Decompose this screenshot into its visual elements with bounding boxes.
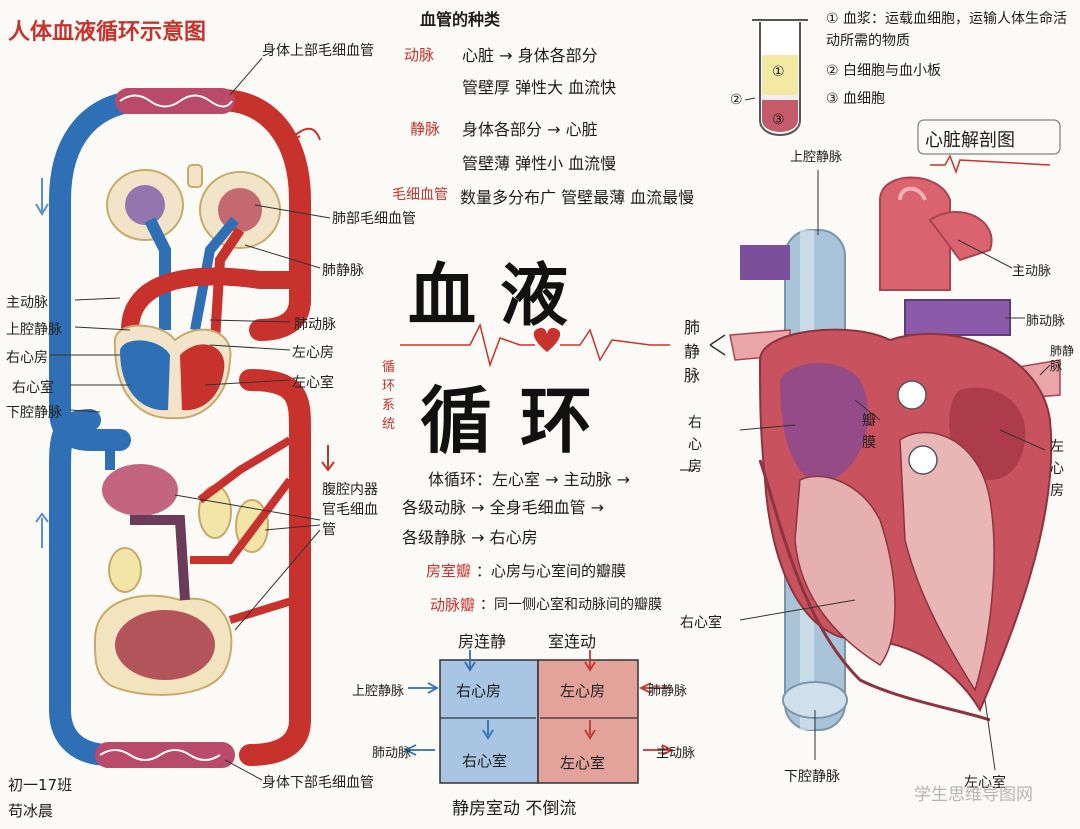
label-upper-capillaries: 身体上部毛细血管 bbox=[262, 43, 374, 59]
right-atrium-chamber bbox=[780, 363, 869, 482]
anatomy-right-ventricle: 右心室 bbox=[680, 615, 722, 631]
signature-name: 苟冰晨 bbox=[8, 802, 54, 820]
box-left-atrium: 左心房 bbox=[560, 682, 606, 700]
right-ventricle-chamber bbox=[794, 475, 896, 666]
label-lower-capillaries: 身体下部毛细血管 bbox=[262, 775, 374, 791]
artery-line1: 心脏 → 身体各部分 bbox=[462, 46, 598, 65]
systemic-line2: 各级动脉 → 全身毛细血管 → bbox=[402, 498, 605, 517]
pulmonary-trunk bbox=[904, 299, 1011, 336]
blood-item2: ② 白细胞与血小板 bbox=[826, 63, 942, 79]
tube-marker2: ② bbox=[730, 92, 743, 108]
blood-item3: ③ 血细胞 bbox=[826, 91, 886, 107]
big-title-line2: 循环 bbox=[420, 378, 621, 463]
big-title-line1: 血液 bbox=[408, 256, 593, 336]
label-svc: 上腔静脉 bbox=[6, 322, 62, 338]
vein-line2: 管壁薄 弹性小 血流慢 bbox=[462, 154, 617, 173]
tube-marker1: ① bbox=[772, 64, 785, 80]
anatomy-pv-right: 肺静脉 bbox=[684, 318, 701, 385]
av-valve-label: 房室瓣 bbox=[426, 562, 472, 580]
poster-title: 人体血液循环示意图 bbox=[8, 20, 207, 45]
plasma-layer bbox=[762, 55, 798, 95]
artery-line2: 管壁厚 弹性大 血流快 bbox=[462, 78, 617, 97]
pulmonary-artery-r bbox=[740, 245, 790, 280]
label-pulmonary-vein: 肺静脉 bbox=[322, 263, 364, 279]
watermark: 学生思维导图网 bbox=[914, 785, 1033, 805]
anatomy-pv-left: 肺静脉 bbox=[1050, 344, 1075, 373]
signature-class: 初一17班 bbox=[8, 776, 73, 794]
lower-capillary-bed bbox=[95, 742, 235, 768]
valve-icon bbox=[897, 380, 927, 410]
heartbeat-line bbox=[400, 322, 535, 368]
systemic-line1: 体循环：左心室 → 主动脉 → bbox=[428, 470, 631, 489]
box-pv: 肺静脉 bbox=[648, 684, 688, 699]
vessels-heading: 血管的种类 bbox=[420, 10, 501, 29]
heart-icon bbox=[533, 327, 561, 352]
upper-capillary-bed bbox=[115, 88, 235, 114]
box-top-left: 房连静 bbox=[458, 632, 507, 651]
box-left-ventricle: 左心室 bbox=[560, 754, 606, 772]
label-right-ventricle: 右心室 bbox=[12, 380, 54, 396]
box-ao: 主动脉 bbox=[656, 746, 696, 761]
right-heart-box bbox=[439, 659, 539, 784]
label-lung-capillaries: 肺部毛细血管 bbox=[332, 211, 416, 227]
box-top-right: 室连动 bbox=[548, 632, 597, 651]
anatomy-svc: 上腔静脉 bbox=[790, 150, 843, 165]
av-valve-text: ：心房与心室间的瓣膜 bbox=[476, 562, 627, 580]
left-ventricle-chamber bbox=[899, 431, 995, 692]
label-aorta: 主动脉 bbox=[6, 295, 48, 311]
label-right-atrium: 右心房 bbox=[6, 350, 48, 366]
pulmonary-vein-vessel bbox=[210, 227, 245, 341]
anatomy-right-atrium: 右心房 bbox=[688, 415, 702, 475]
anatomy-left-ventricle: 左心室 bbox=[964, 775, 1006, 791]
capillary-line1: 数量多分布广 管壁最薄 血流最慢 bbox=[460, 188, 695, 207]
box-bottom: 静房室动 不倒流 bbox=[452, 799, 577, 819]
anatomy-title: 心脏解剖图 bbox=[925, 130, 1015, 151]
pulmonary-artery-vessel bbox=[144, 217, 171, 330]
organ-capillary-1 bbox=[102, 464, 178, 516]
arterial-valve-text: ：同一侧心室和动脉间的瓣膜 bbox=[480, 597, 662, 613]
vein-name: 静脉 bbox=[410, 120, 441, 138]
label-ivc: 下腔静脉 bbox=[6, 405, 62, 421]
box-svc: 上腔静脉 bbox=[352, 684, 405, 699]
label-left-atrium: 左心房 bbox=[292, 345, 334, 361]
artery-loop-lower bbox=[239, 369, 311, 766]
left-heart-box bbox=[537, 659, 639, 784]
label-pulmonary-artery: 肺动脉 bbox=[294, 317, 336, 333]
artery-name: 动脉 bbox=[404, 46, 435, 64]
anatomy-aorta: 主动脉 bbox=[1012, 264, 1052, 279]
label-left-ventricle: 左心室 bbox=[292, 375, 334, 391]
anatomy-ivc: 下腔静脉 bbox=[784, 769, 840, 785]
label-organ-capillaries: 腹腔内器官毛细血管 bbox=[322, 482, 378, 538]
box-right-ventricle: 右心室 bbox=[462, 752, 508, 770]
anatomy-valve: 瓣膜 bbox=[862, 413, 876, 451]
vein-line1: 身体各部分 → 心脏 bbox=[462, 120, 598, 139]
blood-cell-layer bbox=[762, 100, 798, 132]
aortic-arch bbox=[121, 267, 300, 331]
side-note: 循环系统 bbox=[382, 360, 396, 432]
capillary-name: 毛细血管 bbox=[392, 187, 448, 203]
systemic-line3: 各级静脉 → 右心房 bbox=[402, 528, 538, 547]
vein-loop-lower bbox=[49, 409, 121, 766]
heart-right-side bbox=[120, 340, 170, 411]
heart-left-side bbox=[180, 344, 225, 411]
box-pa: 肺动脉 bbox=[372, 746, 412, 761]
artery-loop-upper bbox=[209, 89, 311, 341]
anatomy-pulmonary-artery: 肺动脉 bbox=[1026, 314, 1066, 329]
arterial-valve-label: 动脉瓣 bbox=[430, 596, 476, 614]
box-right-atrium: 右心房 bbox=[456, 682, 502, 700]
tube-marker3: ③ bbox=[772, 112, 785, 128]
blood-item1: ① 血浆：运载血细胞，运输人体生命活动所需的物质 bbox=[826, 11, 1067, 49]
anatomy-left-atrium: 左心房 bbox=[1050, 439, 1064, 499]
